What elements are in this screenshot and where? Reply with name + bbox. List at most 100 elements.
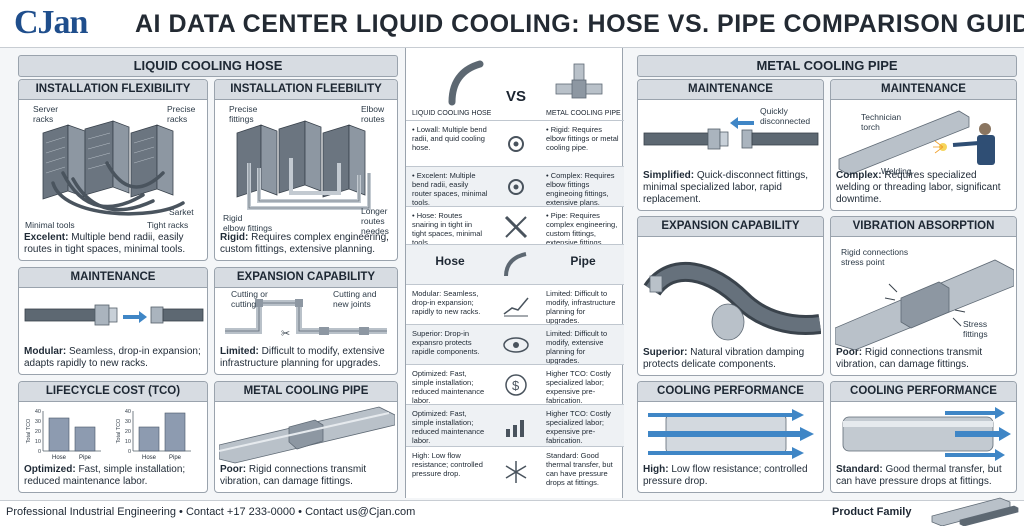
svg-text:✂: ✂ [281, 328, 290, 340]
panel-caption: Superior: Natural vibration damping prot… [643, 347, 805, 370]
x-tick-label: Pipe [79, 455, 92, 461]
x-tick-label: Pipe [169, 455, 182, 461]
pipe-cell: Higher TCO: Costly specialized labor; ex… [546, 369, 611, 405]
svg-text:$: $ [512, 378, 520, 393]
panel-title: INSTALLATION FLEEBILITY [215, 80, 397, 100]
gear-icon [508, 179, 524, 195]
panel-title: EXPANSION CAPABILITY [638, 217, 823, 237]
hose-icon [448, 60, 484, 106]
flow-arrows-pipe-illustration [842, 407, 1011, 461]
welding-technician-illustration [838, 110, 995, 175]
hose-cell: High: Low flow resistance; controlled pr… [412, 451, 483, 478]
hose-quick-connect-illustration [24, 304, 204, 326]
header [0, 0, 1024, 48]
flexible-hose-illustration [643, 262, 821, 341]
x-tick-label: Hose [52, 455, 67, 461]
rigid-pipe-vibration-illustration [835, 259, 1014, 350]
y-axis-label: Total TCO [26, 418, 32, 443]
hose-cell: Modular: Seamless, drop-in expansion; ra… [412, 289, 481, 316]
bar [48, 417, 70, 452]
y-tick-label: 10 [35, 439, 41, 445]
hose-cell: • Lowall: Multiple bend radii, and quid … [412, 125, 487, 152]
panel-maintenance-hose: MAINTENANCE Modular: Seamless, drop-in e… [18, 267, 208, 375]
comparison-row: Modular: Seamless, drop-in expansion; ra… [406, 284, 624, 325]
y-tick-label: 30 [125, 419, 131, 425]
comparison-row: Optimized: Fast, simple installation; re… [406, 404, 624, 446]
panel-title: EXPANSION CAPABILITY [215, 268, 397, 288]
callout-tight-racks: Tight racks [147, 220, 189, 230]
hose-cell: • Hose: Routes snairing in tight iin tig… [412, 211, 483, 247]
comparison-row: • Hose: Routes snairing in tight iin tig… [406, 206, 624, 247]
right-section-title: METAL COOLING PIPE [637, 55, 1017, 77]
y-tick-label: 10 [125, 439, 131, 445]
pipe-cell: • Pipe: Requires complex engineering, cu… [546, 211, 618, 247]
hose-column-label: LIQUID COOLING HOSE [412, 110, 492, 117]
snowflake-icon [505, 461, 527, 483]
panel-cooling-performance-hose: COOLING PERFORMANCE High: Low flow resis… [637, 381, 824, 493]
bar [138, 426, 160, 452]
pipe-cell: • Complex: Requires elbow fittings engin… [546, 171, 615, 207]
wrench-screwdriver-icon [504, 215, 528, 239]
panel-caption: Rigid: Requires complex engineering, cus… [220, 232, 389, 255]
pipe-cell: Limited: Difficult to modify, infrastruc… [546, 289, 616, 325]
hose-cell: • Excelent: Multiple bend radii, easily … [412, 171, 488, 207]
quick-disconnect-illustration [643, 117, 819, 150]
pipe-column-label: METAL COOLING PIPE [546, 110, 621, 117]
pipe-cell: Higher TCO: Costly specialized labor; ex… [546, 409, 611, 445]
comparison-column: VS LIQUID COOLING HOSE METAL COOLING PIP… [405, 48, 624, 498]
hose-icon [504, 252, 527, 277]
brand-logo: CJan [14, 4, 88, 41]
y-tick-label: 40 [35, 409, 41, 415]
page-title: AI DATA CENTER LIQUID COOLING: HOSE VS. … [135, 10, 1024, 38]
y-tick-label: 20 [35, 429, 41, 435]
hose-cell: Optimized: Fast, simple installation; re… [412, 369, 485, 405]
footer [0, 500, 1024, 526]
bar [74, 426, 96, 452]
panel-title: VIBRATION ABSORPTION [831, 217, 1016, 237]
gear-icon [508, 136, 524, 152]
panel-title: LIFECYCLE COST (TCO) [19, 382, 207, 402]
panel-caption: Complex: Requires specialized welding or… [836, 170, 1001, 205]
y-tick-label: 40 [125, 409, 131, 415]
panel-caption: High: Low flow resistance; controlled pr… [643, 464, 808, 487]
product-family-pipes-icon [931, 497, 1019, 526]
left-section-title: LIQUID COOLING HOSE [18, 55, 398, 77]
panel-caption: Limited: Difficult to modify, extensive … [220, 346, 385, 369]
panel-expansion-capability-hose: EXPANSION CAPABILITY Superior: Natural v… [637, 216, 824, 376]
bar [164, 412, 186, 452]
panel-title: METAL COOLING PIPE [215, 382, 397, 402]
server-racks-pipe-illustration [236, 120, 371, 210]
footer-product-family: Product Family [832, 506, 912, 518]
callout-minimal-tools: Minimal tools [25, 220, 75, 230]
pipe-cell: Standard: Good thermal transfer, but can… [546, 451, 613, 487]
pipe-cutting-illustration: ✂ [225, 299, 387, 340]
panel-title: MAINTENANCE [831, 80, 1016, 100]
panel-title: MAINTENANCE [638, 80, 823, 100]
y-tick-label: 30 [35, 419, 41, 425]
panel-caption: Optimized: Fast, simple installation; re… [24, 464, 186, 487]
y-tick-label: 20 [125, 429, 131, 435]
vs-label: VS [505, 88, 526, 105]
footer-contact: Professional Industrial Engineering • Co… [6, 506, 416, 518]
panel-caption: Excelent: Multiple bend radii, easily ro… [24, 232, 186, 255]
panel-caption: Simplified: Quick-disconnect fittings, m… [643, 170, 809, 205]
dollar-icon: $ [505, 374, 527, 396]
server-racks-hose-illustration [42, 120, 185, 216]
y-tick-label: 0 [38, 449, 41, 455]
comparison-row: • Excelent: Multiple bend radii, easily … [406, 166, 624, 207]
panel-title: COOLING PERFORMANCE [831, 382, 1016, 402]
